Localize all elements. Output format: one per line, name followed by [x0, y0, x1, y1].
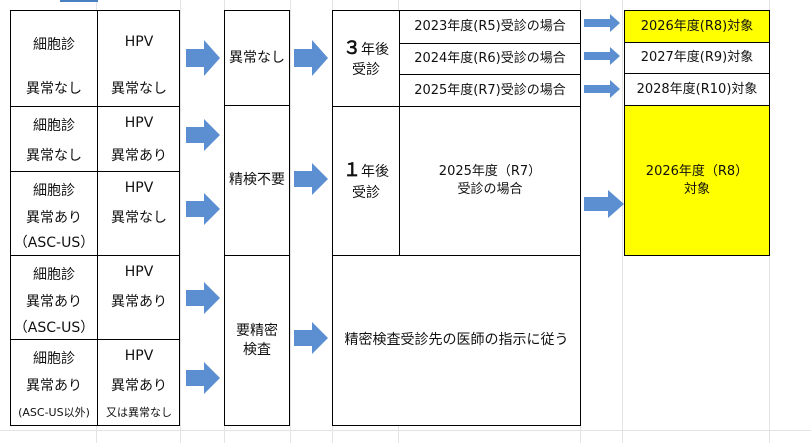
arrow-icon	[186, 193, 220, 225]
case-r6: 2024年度(R6)受診の場合	[414, 51, 566, 67]
arrow-icon	[294, 40, 328, 76]
arrow-icon	[584, 80, 620, 98]
arrow-icon	[584, 47, 620, 65]
header-fragment	[60, 0, 98, 2]
arrow-icon	[294, 163, 328, 195]
target-r9: 2027年度(R9)対象	[624, 42, 770, 74]
arrow-icon	[294, 322, 328, 354]
criteria-table: 細胞診 異常なし HPV 異常なし 細胞診 異常なし HPV 異常あり 細胞診 …	[10, 10, 180, 426]
hpv-cell-3: HPV 異常なし	[111, 180, 167, 226]
cytology-cell-3: 細胞診 異常あり （ASC-US）	[13, 183, 95, 251]
follow-doctor-instruction: 精密検査受診先の医師の指示に従う	[344, 332, 569, 349]
result-recheck-box: 要精密 検査	[224, 255, 290, 426]
arrow-icon	[584, 190, 624, 218]
case-r5: 2023年度(R5)受診の場合	[414, 19, 566, 35]
schedule-table: ３年後 受診 2023年度(R5)受診の場合 2024年度(R6)受診の場合 2…	[332, 10, 581, 426]
hpv-cell-1: HPV 異常なし	[111, 34, 167, 97]
arrow-icon	[186, 119, 220, 151]
cytology-cell-5: 細胞診 異常あり (ASC-US以外)	[18, 351, 90, 419]
cytology-cell-4: 細胞診 異常あり （ASC-US）	[13, 267, 95, 336]
arrow-icon	[186, 282, 220, 314]
arrow-icon	[186, 362, 220, 394]
hpv-cell-2: HPV 異常あり	[111, 115, 167, 164]
interval-three-years: ３年後 受診	[343, 37, 389, 79]
result-no-recheck-box: 精検不要	[224, 105, 290, 256]
target-r10: 2028年度(R10)対象	[624, 73, 770, 106]
target-r8-one-year: 2026年度（R8） 対象	[624, 105, 770, 256]
case-r7-one-year: 2025年度（R7） 受診の場合	[438, 164, 542, 197]
cytology-cell-1: 細胞診 異常なし	[26, 37, 82, 97]
hpv-cell-5: HPV 異常あり 又は異常なし	[106, 348, 172, 419]
arrow-icon	[186, 40, 220, 76]
interval-one-year: １年後 受診	[343, 160, 389, 201]
cytology-cell-2: 細胞診 異常なし	[26, 118, 82, 164]
result-normal-box: 異常なし	[224, 10, 290, 106]
hpv-cell-4: HPV 異常あり	[111, 264, 167, 310]
arrow-icon	[584, 14, 620, 32]
case-r7: 2025年度(R7)受診の場合	[414, 82, 566, 98]
target-r8: 2026年度(R8)対象	[624, 10, 770, 43]
